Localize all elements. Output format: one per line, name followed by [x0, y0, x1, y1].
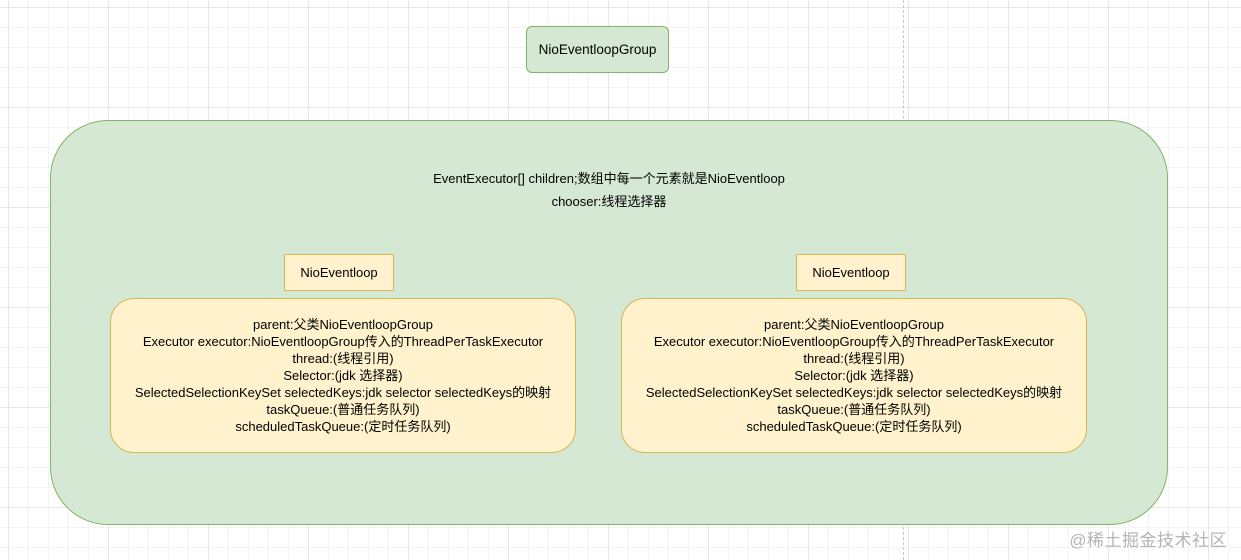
nio-event-loop-group-title-box[interactable]: NioEventloopGroup	[526, 26, 669, 73]
event-loop-1-field-thread: thread:(线程引用)	[292, 351, 394, 366]
group-field-children: EventExecutor[] children;数组中每一个元素就是NioEv…	[433, 171, 785, 186]
event-loop-2-field-selector: Selector:(jdk 选择器)	[794, 368, 914, 383]
event-loop-2-field-thread: thread:(线程引用)	[803, 351, 905, 366]
event-loop-2-card[interactable]: parent:父类NioEventloopGroup Executor exec…	[621, 298, 1087, 453]
event-loop-1-card[interactable]: parent:父类NioEventloopGroup Executor exec…	[110, 298, 576, 453]
event-loop-1-field-scheduled-task-queue: scheduledTaskQueue:(定时任务队列)	[235, 419, 451, 434]
event-loop-1-field-selector: Selector:(jdk 选择器)	[283, 368, 403, 383]
watermark: @稀土掘金技术社区	[1069, 531, 1227, 550]
event-loop-1-label: NioEventloop	[300, 265, 378, 280]
event-loop-1-field-parent: parent:父类NioEventloopGroup	[253, 317, 433, 332]
event-loop-1-field-executor: Executor executor:NioEventloopGroup传入的Th…	[142, 334, 544, 349]
nio-event-loop-group-title: NioEventloopGroup	[538, 42, 657, 57]
event-loop-1-field-selected-keys: SelectedSelectionKeySet selectedKeys:jdk…	[134, 385, 552, 400]
group-field-chooser: chooser:线程选择器	[551, 194, 667, 209]
event-loop-1-field-task-queue: taskQueue:(普通任务队列)	[266, 402, 420, 417]
event-loop-2-field-task-queue: taskQueue:(普通任务队列)	[777, 402, 931, 417]
event-loop-2-label-box[interactable]: NioEventloop	[796, 254, 906, 291]
event-loop-2-field-selected-keys: SelectedSelectionKeySet selectedKeys:jdk…	[645, 385, 1063, 400]
event-loop-2-field-scheduled-task-queue: scheduledTaskQueue:(定时任务队列)	[746, 419, 962, 434]
event-loop-2-field-parent: parent:父类NioEventloopGroup	[764, 317, 944, 332]
event-loop-2-field-executor: Executor executor:NioEventloopGroup传入的Th…	[653, 334, 1055, 349]
group-fields: EventExecutor[] children;数组中每一个元素就是NioEv…	[51, 167, 1167, 213]
event-loop-2-label: NioEventloop	[812, 265, 890, 280]
event-loop-1-label-box[interactable]: NioEventloop	[284, 254, 394, 291]
